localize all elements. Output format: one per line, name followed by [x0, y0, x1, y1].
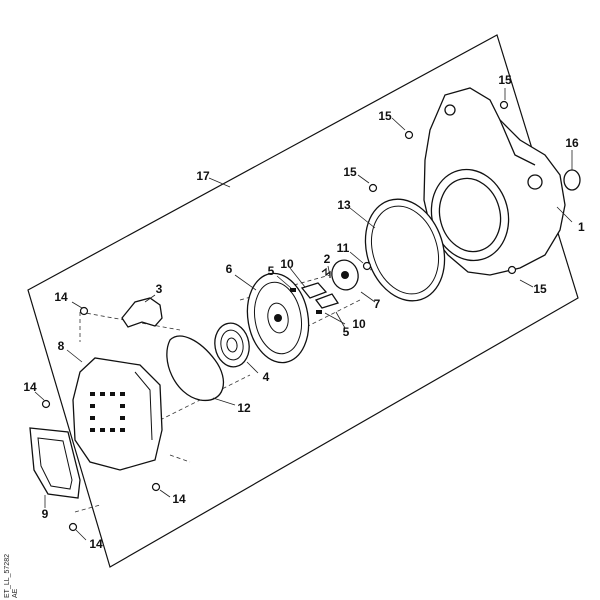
- callout-labels: 17 1 16 15 15 15 15 13 11 2 10 5 6 7 10 …: [23, 73, 585, 551]
- callout-15d: 15: [533, 282, 547, 296]
- pawl-pins: [290, 288, 322, 314]
- callout-8: 8: [58, 339, 65, 353]
- callout-9: 9: [42, 507, 49, 521]
- leader-lines: [34, 88, 573, 541]
- rope-rotor: [246, 272, 310, 364]
- callout-10a: 10: [280, 257, 294, 271]
- callout-11: 11: [337, 241, 350, 255]
- screw-14c-icon: [151, 482, 161, 492]
- callout-15a: 15: [498, 73, 512, 87]
- callout-15c: 15: [343, 165, 357, 179]
- assembly-frame: [27, 34, 579, 568]
- reference-code-line1: ET_LL_57282: [4, 554, 11, 598]
- o-ring: [563, 169, 581, 191]
- cover-gasket: [29, 427, 81, 499]
- screw-15a-icon: [499, 100, 509, 110]
- pawl-lower: [314, 293, 340, 309]
- carrier-screw: [362, 261, 372, 271]
- starter-grip: [121, 297, 163, 328]
- callout-5a: 5: [268, 264, 275, 278]
- screw-15d-icon: [507, 265, 517, 275]
- callout-12: 12: [237, 401, 251, 415]
- starter-rope: [166, 335, 224, 401]
- callout-7: 7: [374, 297, 381, 311]
- callout-10b: 10: [352, 317, 366, 331]
- callout-17: 17: [196, 169, 210, 183]
- callout-16: 16: [565, 136, 579, 150]
- callout-14a: 14: [54, 290, 68, 304]
- callout-2: 2: [324, 252, 331, 266]
- screw-14a-icon: [79, 306, 89, 316]
- callout-1: 1: [578, 220, 585, 234]
- callout-6: 6: [226, 262, 233, 276]
- reference-code-line2: AE: [12, 588, 19, 598]
- pawl-upper: [300, 282, 328, 299]
- pawl-carrier: [331, 259, 359, 291]
- gasket: [364, 198, 446, 302]
- fan-housing: [423, 87, 566, 276]
- callout-3: 3: [156, 282, 163, 296]
- screw-15c-icon: [368, 183, 378, 193]
- callout-13: 13: [337, 198, 351, 212]
- screw-15b-icon: [404, 130, 414, 140]
- callout-14c: 14: [172, 492, 186, 506]
- screw-14d-icon: [68, 522, 78, 532]
- fan-cover: [72, 357, 163, 471]
- callout-5b: 5: [343, 325, 350, 339]
- callout-14b: 14: [23, 380, 37, 394]
- rewind-spring: [214, 322, 250, 368]
- screw-14b-icon: [41, 399, 51, 409]
- callout-4: 4: [263, 370, 270, 384]
- screw-icons: [41, 100, 517, 532]
- callout-14d: 14: [89, 537, 103, 551]
- reference-code: ET_LL_57282 AE: [4, 554, 19, 598]
- callout-15b: 15: [378, 109, 392, 123]
